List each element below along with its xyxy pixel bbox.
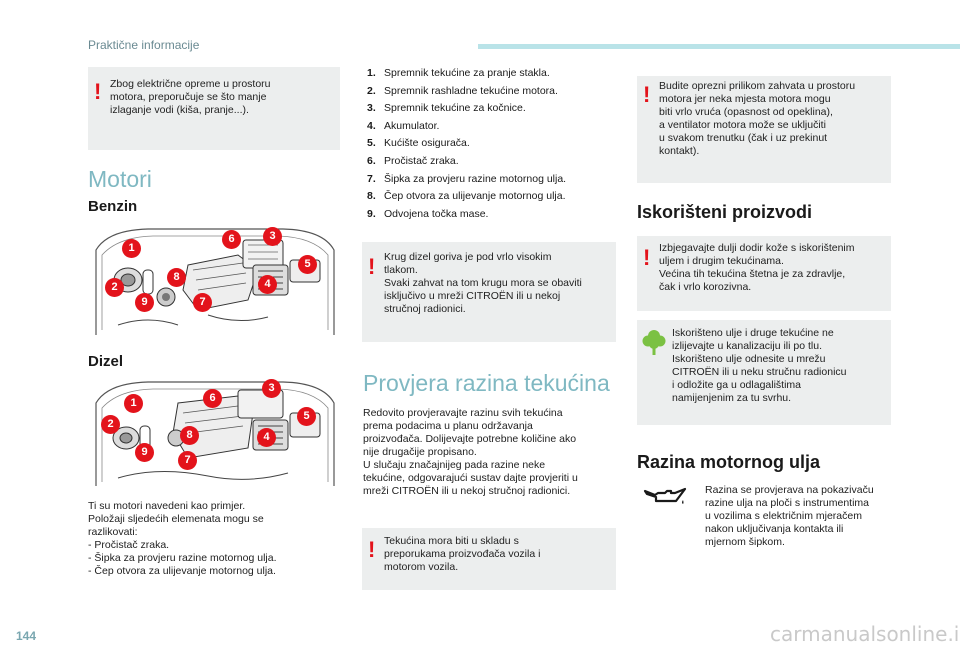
- engine-badge: 6: [222, 230, 241, 249]
- warning-icon: !: [368, 537, 376, 562]
- engine-badge: 9: [135, 293, 154, 312]
- engine-badge: 3: [262, 379, 281, 398]
- note-fluid-text: Tekućina mora biti u skladu s preporukam…: [384, 535, 541, 573]
- engine-badge: 8: [180, 426, 199, 445]
- section-title-fluids: Provjera razina tekućina: [363, 370, 610, 396]
- engine-badge: 4: [258, 275, 277, 294]
- engine-badge: 2: [101, 415, 120, 434]
- engine-badge: 8: [167, 268, 186, 287]
- page-number: 144: [16, 629, 37, 643]
- list-item: 9.Odvojena točka mase.: [367, 207, 489, 220]
- note-water: ! Zbog električne opreme u prostoru moto…: [88, 67, 340, 150]
- note-eco: Iskorišteno ulje i druge tekućine ne izl…: [637, 320, 891, 425]
- subtitle-dizel: Dizel: [88, 353, 124, 370]
- note-hot-text: Budite oprezni prilikom zahvata u prosto…: [659, 80, 856, 157]
- note-eco-text: Iskorišteno ulje i druge tekućine ne izl…: [672, 327, 847, 404]
- list-item: 5.Kućište osigurača.: [367, 137, 470, 150]
- section-header: Praktične informacije: [88, 38, 200, 52]
- engine-badge: 7: [193, 293, 212, 312]
- engine-badge: 2: [105, 278, 124, 297]
- engine-note: Ti su motori navedeni kao primjer. Polož…: [88, 500, 277, 577]
- list-item: 6.Pročistač zraka.: [367, 154, 459, 167]
- warning-icon: !: [643, 82, 651, 107]
- section-title-used-products: Iskorišteni proizvodi: [637, 202, 813, 222]
- header-bar: [478, 44, 960, 49]
- section-title-motori: Motori: [88, 166, 152, 192]
- warning-icon: !: [643, 245, 651, 270]
- note-fluid-spec: ! Tekućina mora biti u skladu s preporuk…: [362, 528, 616, 590]
- note-diesel-pressure: ! Krug dizel goriva je pod vrlo visokim …: [362, 242, 616, 342]
- note-water-text: Zbog električne opreme u prostoru motora…: [110, 78, 271, 116]
- engine-badge: 3: [263, 227, 282, 246]
- note-hot-engine: ! Budite oprezni prilikom zahvata u pros…: [637, 76, 891, 183]
- list-item: 1.Spremnik tekućine za pranje stakla.: [367, 67, 550, 79]
- eco-tree-icon: [642, 330, 666, 355]
- note-skin-text: Izbjegavajte dulji dodir kože s iskorišt…: [659, 242, 855, 293]
- list-item: 3.Spremnik tekućine za kočnice.: [367, 102, 526, 115]
- warning-icon: !: [368, 254, 376, 279]
- engine-badge: 9: [135, 443, 154, 462]
- note-diesel-text: Krug dizel goriva je pod vrlo visokim tl…: [384, 251, 582, 315]
- engine-image-benzin: 1 6 3 5 8 4 2 9 7: [88, 225, 340, 343]
- list-item: 4.Akumulator.: [367, 119, 440, 132]
- engine-badge: 1: [124, 394, 143, 413]
- engine-badge: 7: [178, 451, 197, 470]
- subtitle-benzin: Benzin: [88, 198, 138, 215]
- list-item: 8.Čep otvora za ulijevanje motornog ulja…: [367, 190, 566, 203]
- engine-badge: 5: [297, 407, 316, 426]
- engine-badge: 1: [122, 239, 141, 258]
- note-skin-contact: ! Izbjegavajte dulji dodir kože s iskori…: [637, 236, 891, 311]
- oil-can-icon: [643, 487, 687, 504]
- engine-badge: 6: [203, 389, 222, 408]
- list-item: 2.Spremnik rashladne tekućine motora.: [367, 84, 558, 97]
- engine-components-list: 1.Spremnik tekućine za pranje stakla. 2.…: [367, 67, 617, 225]
- engine-image-dizel: 1 6 3 5 2 8 4 9 7: [88, 378, 340, 490]
- oil-level-text: Razina se provjerava na pokazivaču razin…: [705, 484, 874, 548]
- list-item: 7.Šipka za provjeru razine motornog ulja…: [367, 172, 567, 185]
- watermark: carmanualsonline.info: [770, 622, 960, 646]
- engine-badge: 4: [257, 428, 276, 447]
- section-title-oil-level: Razina motornog ulja: [637, 452, 821, 472]
- engine-badge: 5: [298, 255, 317, 274]
- warning-icon: !: [94, 79, 102, 104]
- fluids-body: Redovito provjeravajte razinu svih tekuć…: [363, 407, 578, 497]
